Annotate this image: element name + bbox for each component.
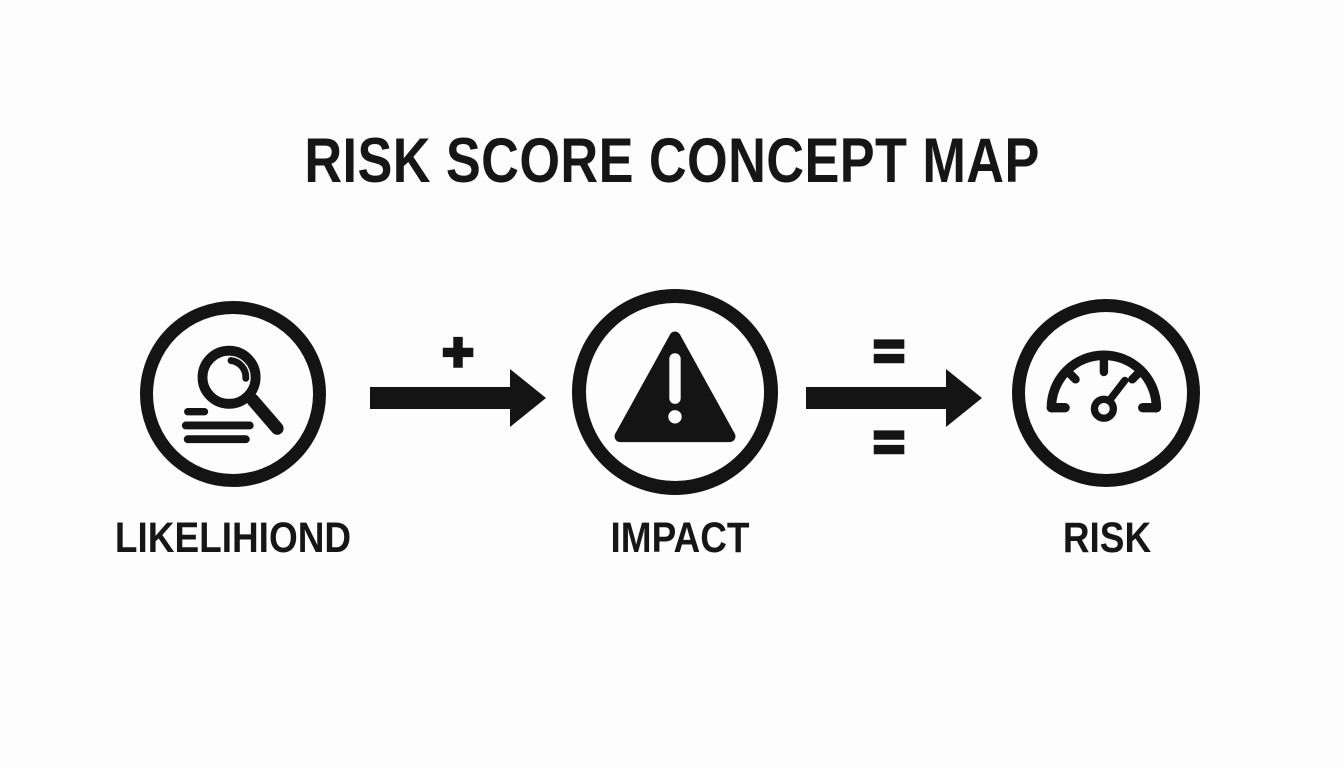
equals-operator-top: =: [871, 321, 906, 381]
warning-triangle-icon: [613, 330, 737, 454]
node-risk: [1012, 299, 1200, 487]
page-title: RISK SCORE CONCEPT MAP: [304, 126, 1040, 197]
magnifier-search-icon: [173, 334, 293, 454]
likelihood-label: LIKELIHIOND: [114, 514, 352, 562]
impact-label: IMPACT: [610, 514, 750, 562]
gauge-meter-icon: [1043, 330, 1169, 456]
equals-operator-bottom: =: [871, 412, 906, 472]
arrow-right-icon: [806, 369, 982, 427]
risk-label: RISK: [1062, 514, 1152, 562]
node-impact: [572, 289, 778, 495]
title-row: RISK SCORE CONCEPT MAP: [0, 88, 1344, 235]
arrow-right-icon: [370, 369, 546, 427]
plus-operator: +: [440, 322, 475, 382]
node-likelihood: [140, 301, 326, 487]
